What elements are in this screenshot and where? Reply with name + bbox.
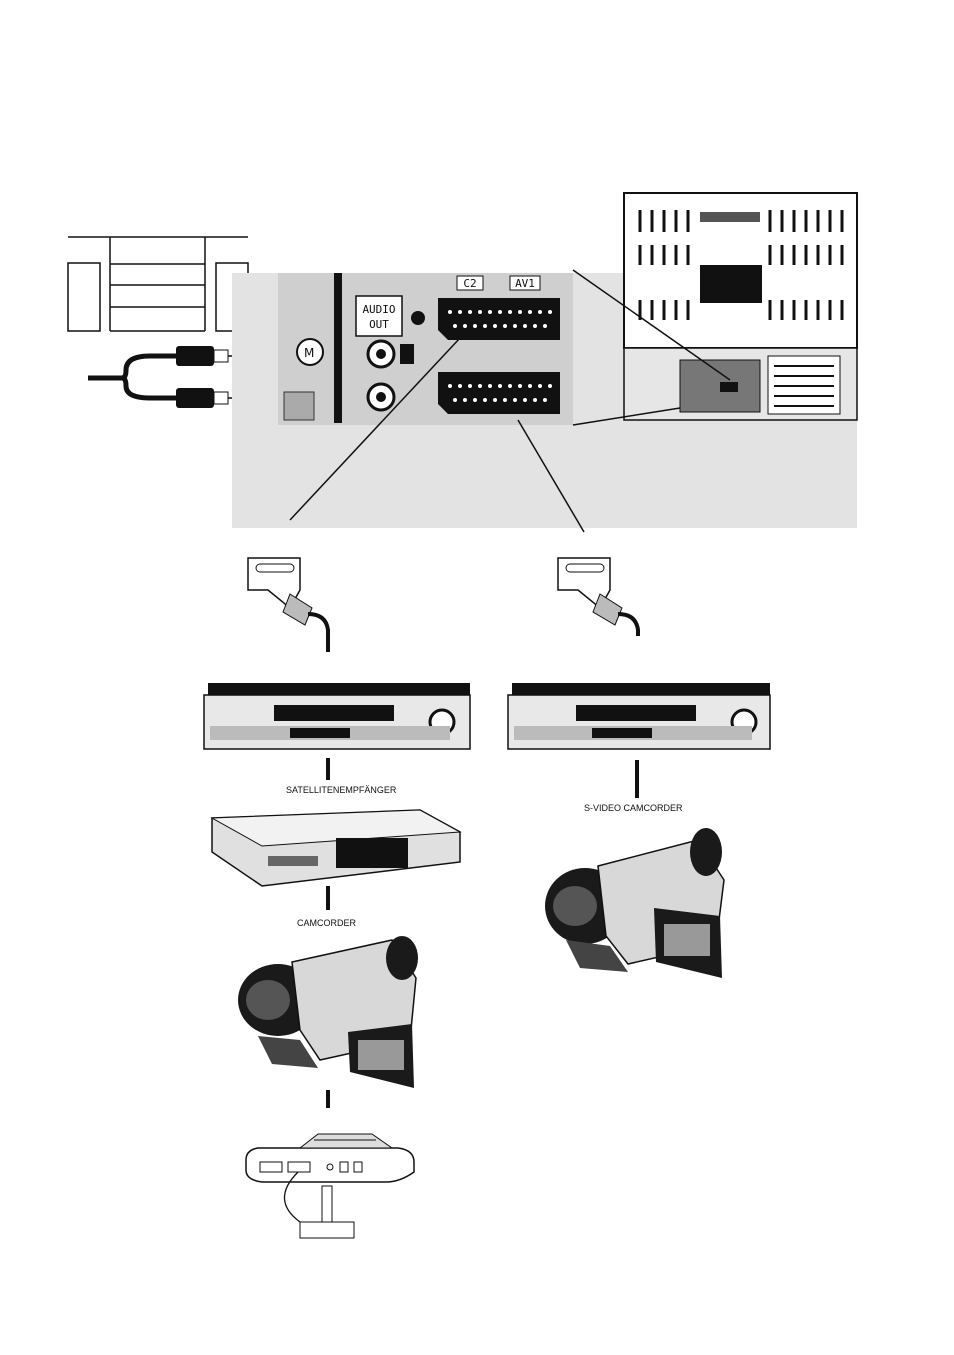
svideo-camcorder-label: S-VIDEO CAMCORDER [584,803,683,813]
audio-out-label-line1: AUDIO [362,303,395,316]
audio-out-label-line2: OUT [369,318,389,331]
satellite-receiver-icon [212,810,460,886]
game-console-icon [246,1134,414,1238]
camcorder-right-icon [545,828,724,978]
port-c2-label: C2 [463,277,476,290]
vcr-left-icon [204,683,470,749]
tv-rear-view [624,193,857,420]
vcr-right-icon [508,683,770,749]
port-av1-label: AV1 [515,277,535,290]
rca-cable-icon [88,346,238,408]
scart-socket-top [438,298,560,340]
svg-text:M: M [304,346,314,360]
scart-plug-right-icon [558,558,638,636]
satellite-receiver-label: SATELLITENEMPFÄNGER [286,785,397,795]
camcorder-left-icon [238,936,418,1088]
camcorder-label: CAMCORDER [297,918,357,928]
scart-plug-left-icon [248,558,328,652]
scart-socket-bottom [438,372,560,414]
hifi-system-icon [68,237,248,331]
